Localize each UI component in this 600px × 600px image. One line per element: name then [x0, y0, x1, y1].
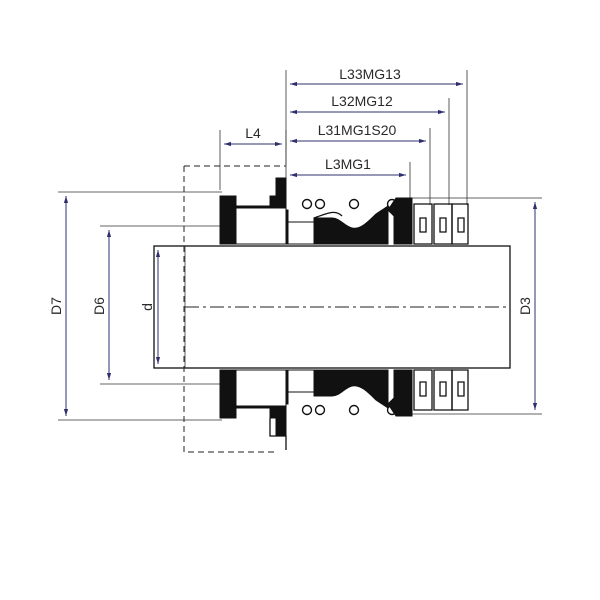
dimension-l31mg1s20: L31MG1S20 [290, 122, 431, 205]
seal-lower-half [219, 369, 469, 437]
collar-upper-1 [413, 203, 433, 245]
gland-housing [183, 165, 286, 453]
spring-coil-lower-2 [314, 404, 326, 416]
dimension-l33mg13: L33MG13 [285, 66, 468, 205]
collar-lower-2 [433, 369, 453, 411]
collar-upper-2 [433, 203, 453, 245]
label-d7: D7 [48, 297, 64, 315]
dimension-d3: D3 [400, 197, 542, 415]
rotating-face-lower [287, 369, 315, 393]
dimension-l4: L4 [219, 125, 287, 190]
collar-upper-3 [451, 203, 469, 245]
shaft [153, 245, 511, 369]
label-l4: L4 [245, 125, 261, 141]
label-l31mg1s20: L31MG1S20 [318, 122, 397, 138]
label-d3: D3 [517, 297, 533, 315]
seat-face-lower [235, 369, 287, 407]
spring-coil-upper-1 [301, 198, 313, 210]
collar-lower-3 [451, 369, 469, 411]
dimension-d7: D7 [48, 191, 222, 421]
seal-upper-half [219, 177, 469, 245]
spring-coil-upper-2 [314, 198, 326, 210]
retainer-lower [387, 369, 413, 417]
spring-coil-lower-1 [301, 404, 313, 416]
dimension-l3mg1: L3MG1 [290, 156, 411, 205]
bellows-upper [313, 205, 389, 245]
collar-lower-1 [413, 369, 433, 411]
spring-coil-upper-3 [348, 198, 360, 210]
spring-coil-lower-3 [348, 404, 360, 416]
label-d: d [139, 303, 155, 311]
label-l33mg13: L33MG13 [339, 66, 401, 82]
retainer-upper [387, 197, 413, 245]
rotating-face-upper [287, 221, 315, 245]
gland-step-lower [269, 418, 287, 450]
dimension-d6: D6 [91, 225, 222, 385]
dimension-d: d [139, 250, 161, 364]
dimension-l32mg12: L32MG12 [290, 93, 450, 205]
seat-face-upper [235, 207, 287, 245]
bellows-lower [313, 369, 389, 409]
label-l3mg1: L3MG1 [325, 156, 371, 172]
label-d6: D6 [91, 297, 107, 315]
label-l32mg12: L32MG12 [331, 93, 393, 109]
